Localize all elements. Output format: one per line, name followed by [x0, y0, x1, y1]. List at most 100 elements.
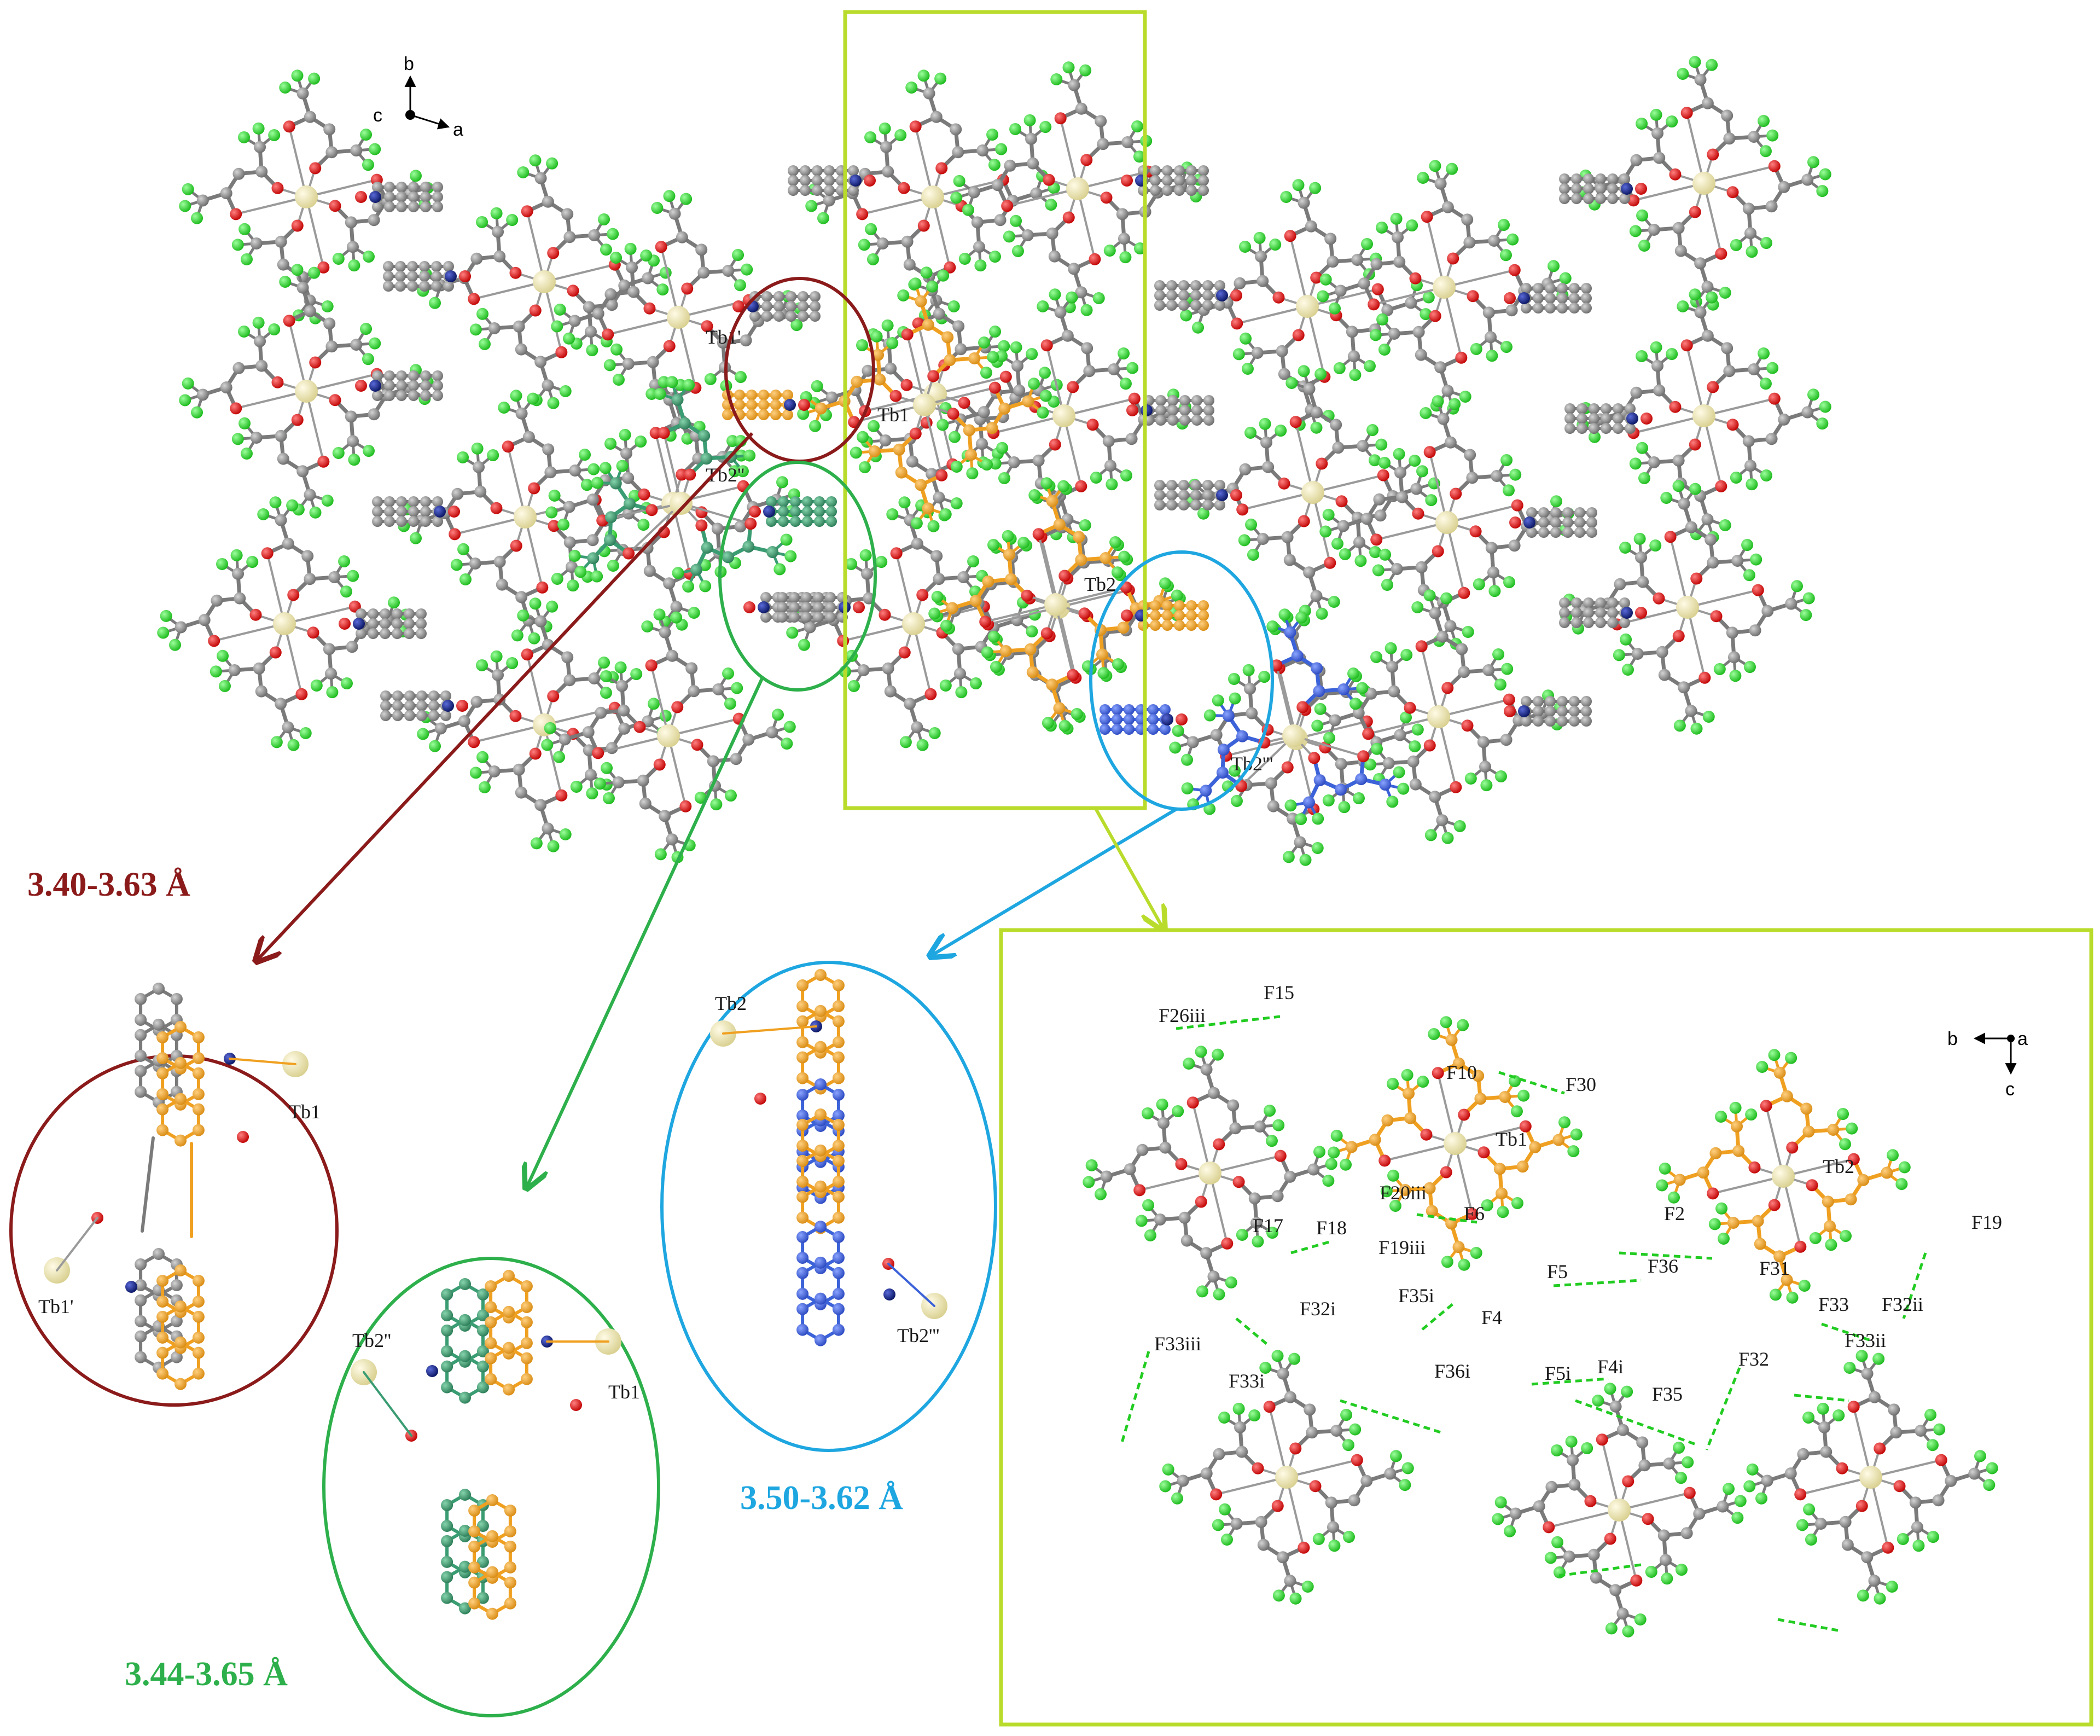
carbon-atom — [156, 1346, 169, 1359]
carbon-atom — [923, 87, 935, 100]
oxygen-atom — [1278, 477, 1290, 490]
oxygen-atom — [864, 175, 876, 187]
carbon-atom — [396, 370, 407, 381]
carbon-atom — [734, 390, 745, 400]
carbon-atom — [432, 516, 443, 527]
fluorine-atom — [1228, 672, 1241, 685]
carbon-atom — [978, 406, 990, 419]
nitrogen-atom — [1216, 489, 1228, 501]
carbon-atom — [671, 393, 684, 406]
oxygen-atom — [567, 285, 579, 297]
fluorine-atom — [1462, 625, 1474, 638]
carbon-atom — [999, 645, 1012, 657]
carbon-atom — [1403, 1087, 1415, 1100]
carbon-atom — [396, 496, 407, 507]
terbium-atom — [1435, 511, 1458, 534]
carbon-atom — [1174, 165, 1185, 176]
carbon-atom — [701, 542, 713, 554]
carbon-atom — [1180, 1234, 1193, 1247]
terbium-atom — [1427, 705, 1450, 728]
fluorine-atom — [310, 679, 323, 692]
oxygen-atom — [1213, 1138, 1225, 1151]
carbon-atom — [368, 628, 379, 639]
carbon-atom — [1329, 714, 1341, 727]
carbon-atom — [746, 399, 757, 410]
carbon-atom — [1360, 513, 1373, 525]
carbon-atom — [156, 1124, 169, 1136]
carbon-atom — [255, 165, 268, 178]
oxygen-atom — [1423, 446, 1436, 458]
fluorine-atom — [1180, 309, 1192, 322]
detail-ellipse-blue — [660, 961, 997, 1452]
carbon-atom — [156, 1067, 169, 1079]
bond — [1446, 521, 1465, 594]
carbon-atom — [384, 182, 395, 193]
fluorine-atom — [1756, 1061, 1769, 1073]
carbon-atom — [1499, 1091, 1511, 1104]
fluorine-atom — [1897, 1532, 1909, 1545]
carbon-atom — [882, 165, 894, 178]
carbon-atom — [1583, 597, 1594, 608]
carbon-atom — [1150, 610, 1161, 621]
fluorine-atom — [1619, 541, 1632, 554]
carbon-atom — [1198, 620, 1209, 631]
arrow-green — [526, 675, 765, 1188]
bond — [1063, 397, 1136, 417]
fluorine-atom — [928, 727, 941, 739]
carbon-atom — [911, 537, 923, 550]
fluorine-atom — [559, 828, 572, 840]
carbon-atom — [563, 536, 576, 549]
carbon-atom — [1802, 1125, 1815, 1138]
fluorine-atom — [1253, 231, 1266, 244]
fluorine-atom — [598, 213, 610, 226]
oxygen-atom — [1874, 1442, 1886, 1455]
fluorine-atom — [1328, 1146, 1340, 1159]
fluorine-atom — [736, 465, 749, 478]
carbon-atom — [1358, 277, 1370, 290]
fluorine-atom — [191, 406, 203, 419]
fluorine-atom — [1272, 1119, 1285, 1131]
carbon-atom — [777, 602, 788, 613]
fluorine-atom — [1229, 764, 1241, 777]
carbon-atom — [1685, 521, 1697, 533]
fluorine-atom — [1768, 1049, 1781, 1061]
carbon-atom — [1444, 620, 1457, 632]
fluorine-atom — [1162, 1463, 1174, 1476]
carbon-atom — [1200, 1063, 1213, 1076]
carbon-atom — [304, 111, 316, 123]
bond — [1209, 1154, 1282, 1174]
carbon-atom — [135, 1351, 147, 1363]
fluorine-atom — [216, 558, 229, 570]
carbon-atom — [944, 354, 956, 367]
oxygen-atom — [269, 646, 282, 659]
bond — [1685, 112, 1705, 184]
carbon-atom — [1609, 1400, 1622, 1413]
fluorine-atom — [1544, 1552, 1557, 1564]
bond — [56, 1217, 98, 1271]
carbon-atom — [350, 339, 363, 351]
carbon-atom — [1191, 405, 1202, 416]
bond — [1312, 474, 1385, 493]
fluorine-atom — [1399, 1479, 1411, 1491]
carbon-atom — [1589, 413, 1599, 424]
fluorine-atom — [1272, 1589, 1285, 1602]
nitrogen-atom — [1621, 183, 1633, 195]
carbon-atom — [156, 1310, 169, 1323]
carbon-atom — [1583, 193, 1594, 204]
fluorine-atom — [1238, 534, 1250, 547]
carbon-atom — [1203, 395, 1214, 406]
fluorine-atom — [551, 572, 563, 585]
fluorine-atom — [1119, 378, 1132, 390]
fluorine-atom — [1498, 219, 1510, 231]
carbon-atom — [1577, 403, 1587, 414]
carbon-atom — [1330, 419, 1342, 431]
fluorine-atom — [1621, 663, 1634, 676]
carbon-atom — [1630, 154, 1643, 166]
fluorine-atom — [1023, 114, 1036, 126]
carbon-atom — [174, 1093, 187, 1105]
fluorine-atom — [1369, 329, 1382, 341]
carbon-atom — [950, 123, 962, 136]
oxygen-atom — [570, 1399, 582, 1411]
carbon-atom — [1785, 597, 1797, 610]
detail-green-tb1: Tb1 — [608, 1381, 640, 1403]
